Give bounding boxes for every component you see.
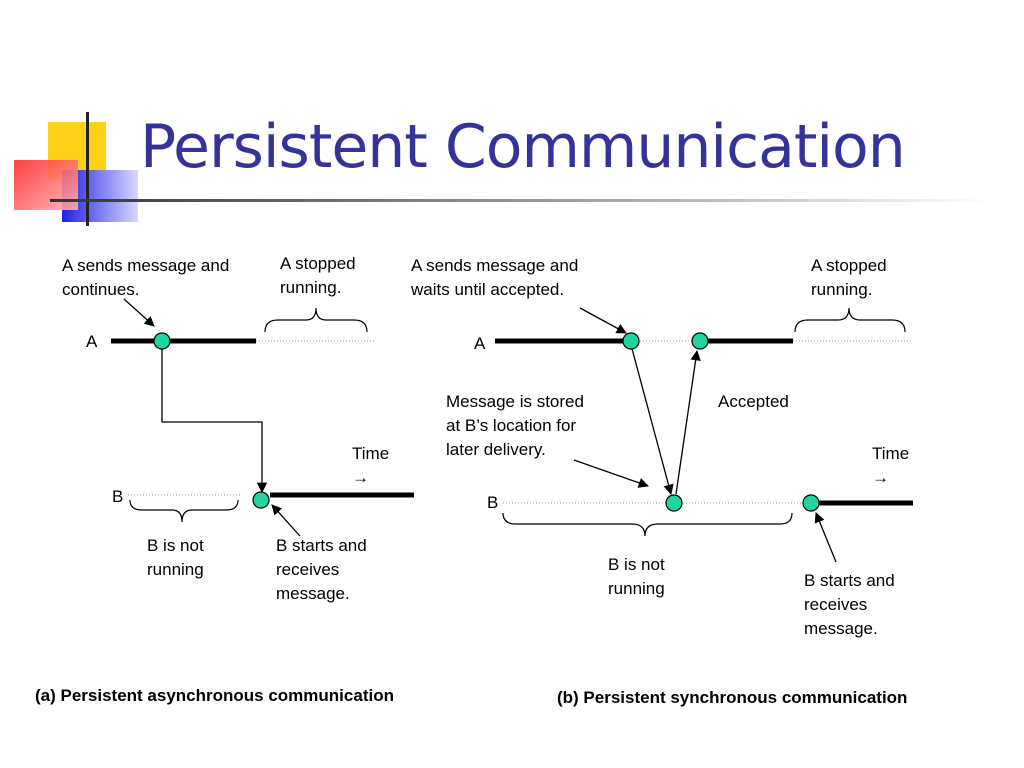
a-caption: (a) Persistent asynchronous communicatio… [35, 686, 394, 705]
b-note-starts: B starts and receives message. [804, 571, 895, 638]
diagram-a [111, 298, 414, 537]
a-note-sends: A sends message and continues. [62, 256, 230, 299]
b-pointer-sends [579, 307, 627, 334]
b-send-dot [622, 332, 640, 350]
b-row-b-label: B [487, 493, 499, 512]
a-pointer-starts [271, 504, 301, 537]
a-send-dot [153, 332, 171, 350]
b-note-stored: Message is stored at B’s location for la… [446, 392, 584, 459]
b-stored-dot [665, 494, 683, 512]
page-title: Persistent Communication [140, 112, 906, 182]
a-row-b-label: B [112, 487, 124, 506]
b-note-sends: A sends message and waits until accepted… [411, 256, 579, 299]
title-underline [50, 199, 990, 202]
b-accept-dot [691, 332, 709, 350]
deco-vertical-bar [86, 112, 89, 226]
diagram-b [495, 307, 913, 563]
b-brace-stopped [794, 307, 906, 333]
b-caption: (b) Persistent synchronous communication [557, 688, 908, 707]
b-time-arrow-icon: → [872, 468, 889, 487]
b-note-stopped: A stopped running. [811, 256, 887, 299]
a-note-starts: B starts and receives message. [276, 536, 367, 603]
b-message-down [630, 344, 674, 496]
b-receive-dot [802, 494, 820, 512]
b-brace-not-running [502, 512, 793, 537]
b-row-a-label: A [474, 334, 486, 353]
a-brace-not-running [129, 499, 239, 523]
a-pointer-sends [123, 298, 155, 327]
a-note-not-running: B is not running [147, 536, 204, 579]
a-row-a-label: A [86, 332, 98, 351]
a-receive-dot [252, 491, 270, 509]
a-message-path [161, 341, 268, 494]
b-note-accepted: Accepted [718, 392, 789, 411]
a-note-stopped: A stopped running. [280, 254, 356, 297]
a-time-arrow-icon: → [352, 468, 369, 487]
b-note-not-running: B is not running [608, 555, 665, 598]
a-brace-stopped [264, 307, 368, 333]
b-pointer-starts [814, 512, 837, 563]
b-time-label: Time → [872, 442, 909, 490]
a-time-label: Time → [352, 442, 389, 490]
b-accept-up [675, 349, 701, 495]
b-pointer-stored [573, 459, 649, 488]
